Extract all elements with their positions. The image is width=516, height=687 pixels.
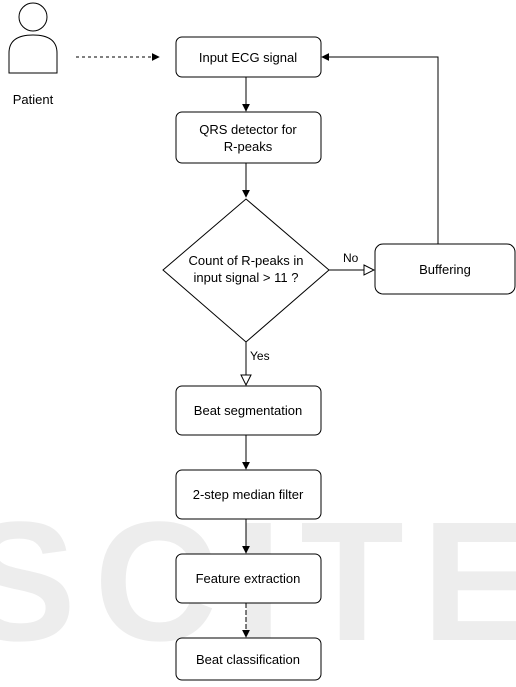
no-label: No (343, 251, 359, 265)
patient-label: Patient (13, 92, 54, 107)
node-decision-diamond (162, 198, 330, 343)
patient-icon (8, 2, 58, 74)
node-qrs-box (175, 111, 322, 164)
node-features-box (175, 553, 322, 604)
node-segmentation-box (175, 385, 322, 436)
node-qrs-label-line2: R-peaks (224, 139, 273, 154)
node-qrs-label-line1: QRS detector for (199, 122, 297, 137)
node-features-label: Feature extraction (196, 571, 301, 586)
yes-label: Yes (250, 349, 270, 363)
node-decision-label-line1: Count of R-peaks in (189, 253, 304, 268)
edges (76, 53, 439, 638)
node-buffering-box (374, 243, 516, 295)
node-segmentation-label: Beat segmentation (194, 403, 302, 418)
node-input-label: Input ECG signal (199, 50, 297, 65)
node-classification-box (175, 637, 322, 681)
node-median-box (175, 469, 322, 520)
node-classification-label: Beat classification (196, 652, 300, 667)
node-input-box (175, 36, 322, 78)
nodes (162, 36, 516, 681)
edge-buffering-to-input (321, 53, 439, 244)
node-labels: Input ECG signal QRS detector for R-peak… (189, 50, 471, 667)
node-median-label: 2-step median filter (193, 487, 304, 502)
node-decision-label-line2: input signal > 11 ? (194, 270, 299, 285)
node-buffering-label: Buffering (419, 262, 471, 277)
